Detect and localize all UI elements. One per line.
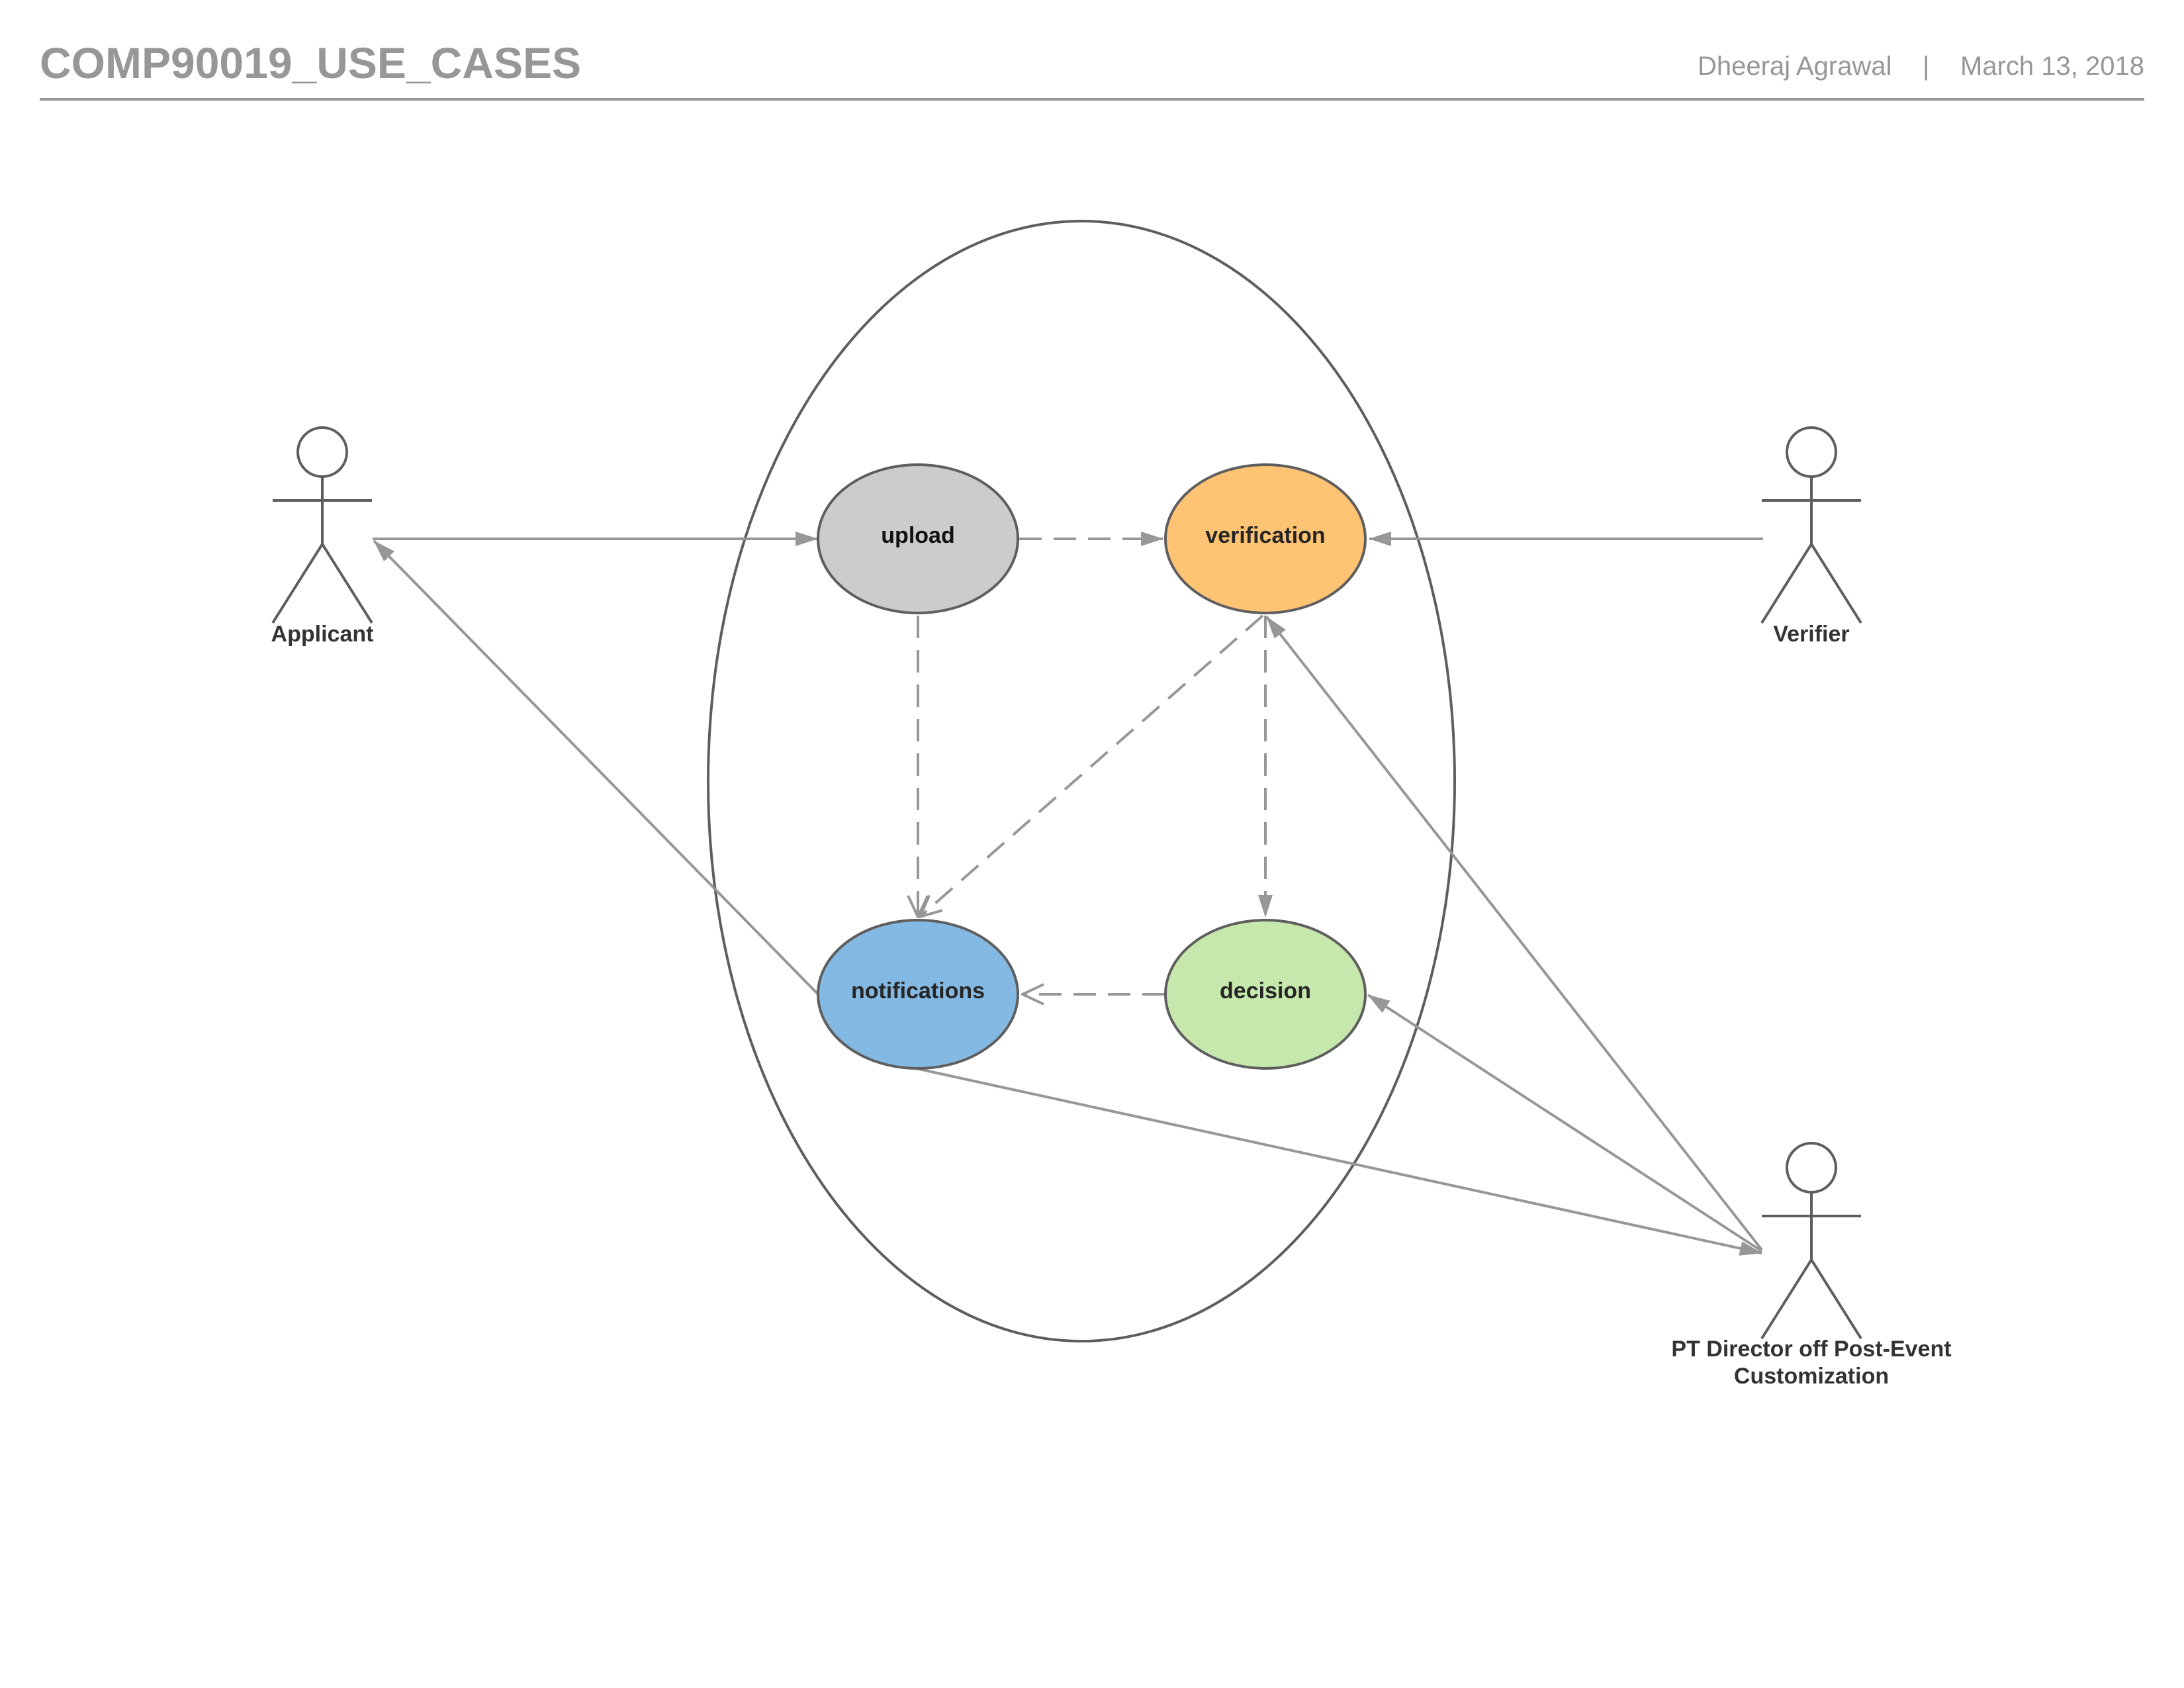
actor-director-label-line1: PT Director off Post-Event — [1671, 1336, 1951, 1362]
stick-figure-icon — [1760, 426, 1862, 624]
actor-director-label-line2: Customization — [1734, 1364, 1889, 1389]
actor-verifier-label: Verifier — [1773, 622, 1849, 647]
director-to-verification-connector — [1265, 616, 1763, 1251]
page-title: COMP90019_USE_CASES — [40, 38, 581, 87]
stick-figure-icon — [271, 426, 373, 624]
usecase-verification[interactable]: verification — [1164, 463, 1367, 614]
usecase-notifications-label: notifications — [851, 978, 985, 1004]
usecase-notifications[interactable]: notifications — [817, 919, 1019, 1070]
actor-applicant[interactable]: Applicant — [271, 426, 374, 647]
author-name: Dheeraj Agrawal — [1698, 52, 1892, 81]
verification-to-notifications-connector — [920, 614, 1264, 917]
usecase-decision[interactable]: decision — [1164, 919, 1367, 1070]
page-header: COMP90019_USE_CASES Dheeraj Agrawal | Ma… — [40, 38, 2144, 101]
system-boundary — [707, 220, 1456, 1342]
usecase-verification-shape — [1164, 463, 1367, 614]
usecase-upload-label: upload — [881, 523, 954, 548]
actor-verifier[interactable]: Verifier — [1760, 426, 1862, 647]
document-date: March 13, 2018 — [1960, 52, 2144, 81]
usecase-notifications-shape — [817, 919, 1019, 1070]
notifications-to-applicant-connector — [373, 539, 820, 996]
notifications-to-director-connector — [915, 1067, 1762, 1256]
usecase-upload[interactable]: upload — [817, 463, 1019, 614]
usecase-decision-shape — [1164, 919, 1367, 1070]
actor-director[interactable]: PT Director off Post-Event Customization — [1671, 1142, 1952, 1389]
director-to-decision-connector — [1367, 994, 1763, 1252]
actor-applicant-label: Applicant — [271, 622, 374, 647]
stick-figure-icon — [1760, 1142, 1862, 1340]
usecase-verification-label: verification — [1205, 523, 1325, 548]
usecase-decision-label: decision — [1220, 978, 1311, 1004]
usecase-upload-shape — [817, 463, 1019, 614]
header-separator: | — [1923, 52, 1929, 81]
